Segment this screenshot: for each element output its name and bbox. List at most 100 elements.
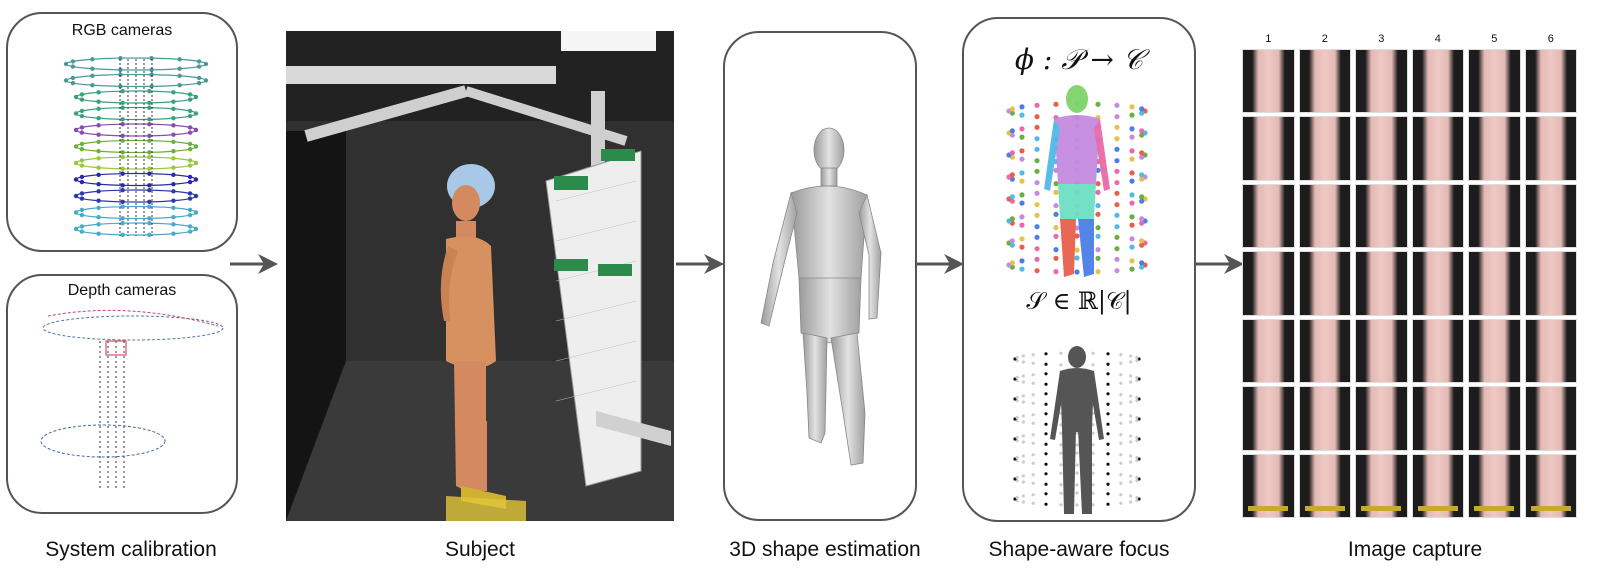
focus-camera-dot: [1019, 104, 1025, 110]
focus-score-dot: [1106, 352, 1110, 356]
focus-score-dot: [1031, 381, 1035, 385]
focus-score-dot: [1044, 442, 1048, 446]
capture-image-cell: [1411, 183, 1464, 249]
focus-camera-dot: [1129, 178, 1135, 184]
rgb-camera-dot: [120, 88, 125, 94]
focus-camera-dot: [1129, 192, 1135, 198]
focus-camera-dot: [1053, 225, 1059, 231]
focus-camera-dot: [1114, 180, 1120, 186]
arrow-right-icon: [230, 254, 278, 274]
rgb-camera-dot: [73, 226, 79, 232]
rgb-camera-dot: [96, 231, 101, 236]
rgb-camera-dot: [118, 55, 123, 61]
focus-score-dot: [1021, 420, 1025, 424]
floor-tape: [1304, 505, 1345, 511]
focus-score-dot: [1044, 362, 1048, 366]
focus-camera-dot: [1009, 106, 1015, 112]
capture-image-cell: [1298, 453, 1351, 518]
depth-cameras-panel: Depth cameras: [6, 274, 238, 514]
focus-score-dot: [1044, 472, 1048, 476]
focus-score-dot: [1091, 463, 1095, 467]
focus-score-dot: [1106, 392, 1110, 396]
rgb-camera-dot: [120, 138, 125, 143]
rgb-camera-dot: [196, 75, 202, 81]
rgb-camera-dot: [149, 55, 154, 61]
focus-score-dot: [1106, 462, 1110, 466]
arrow-right-icon: [676, 254, 724, 274]
rgb-camera-dot: [187, 92, 193, 97]
focus-camera-dot: [1139, 242, 1145, 248]
focus-score-dot: [1119, 433, 1123, 437]
rgb-camera-dot: [120, 150, 125, 155]
focus-camera-dot: [1034, 180, 1040, 186]
focus-score-dot: [1015, 495, 1019, 500]
capture-column-header: 3: [1378, 33, 1385, 45]
rgb-camera-dot: [187, 125, 193, 130]
focus-score-dot: [1044, 402, 1048, 406]
focus-camera-dot: [1034, 268, 1040, 274]
focus-score-dot: [1044, 372, 1048, 376]
focus-score-dot: [1129, 440, 1133, 444]
capture-image-cell: [1355, 386, 1408, 451]
focus-score-dot: [1106, 442, 1110, 446]
capture-image-cell: [1411, 116, 1464, 181]
rgb-camera-dot: [79, 158, 85, 163]
focus-score-dot: [1031, 401, 1035, 405]
focus-score-dot: [1119, 421, 1123, 425]
focus-score-dot: [1021, 354, 1025, 358]
focus-score-dot: [1106, 422, 1110, 426]
focus-camera-dot: [1139, 198, 1145, 204]
rgb-camera-dot: [171, 189, 176, 194]
capture-image-cell: [1298, 116, 1351, 181]
capture-image-cell: [1242, 318, 1295, 384]
focus-score-dot: [1021, 474, 1025, 478]
rgb-camera-dot: [73, 160, 79, 166]
rgb-camera-dot: [120, 166, 125, 172]
focus-camera-dot: [1095, 269, 1101, 275]
capture-image-cell: [1242, 183, 1295, 249]
arrow-right-icon: [916, 254, 964, 274]
rgb-camera-dot: [118, 72, 123, 77]
capture-image-cell: [1524, 386, 1577, 451]
focus-camera-dot: [1009, 260, 1015, 266]
rgb-camera-dot: [147, 88, 152, 94]
rgb-camera-dot: [96, 106, 101, 112]
rgb-camera-dot: [79, 229, 85, 234]
rgb-camera-dot: [73, 210, 79, 215]
focus-camera-dot: [1019, 200, 1025, 206]
focus-score-dot: [1059, 363, 1063, 367]
rgb-camera-dot: [73, 144, 79, 149]
capture-image-cell: [1298, 251, 1351, 316]
rgb-camera-dot: [187, 207, 193, 213]
focus-score-dot: [1129, 420, 1133, 424]
rgb-camera-dot: [171, 172, 176, 178]
rgb-camera-dot: [187, 229, 193, 234]
focus-score-dot: [1021, 360, 1025, 364]
rgb-camera-dot: [79, 179, 85, 185]
focus-score-dot: [1075, 483, 1079, 487]
focus-camera-dot: [1034, 114, 1040, 120]
rgb-camera-dot: [196, 59, 202, 64]
rgb-camera-dot: [96, 214, 101, 220]
rgb-camera-dot: [79, 97, 85, 102]
capture-image-cell: [1468, 453, 1521, 518]
capture-column-header: 4: [1434, 33, 1441, 45]
focus-camera-dot: [1053, 247, 1059, 253]
rgb-camera-dot: [187, 196, 193, 201]
focus-score-dot: [1059, 451, 1063, 455]
focus-score-dot: [1044, 452, 1048, 456]
rgb-camera-dot: [147, 117, 152, 122]
focus-camera-dot: [1095, 233, 1101, 239]
focus-camera-dot: [1053, 101, 1059, 107]
focus-score-dot: [1129, 414, 1133, 418]
focus-score-dot: [1031, 373, 1035, 377]
focus-score-dot: [1135, 495, 1139, 500]
focus-score-dot: [1021, 460, 1025, 464]
rgb-camera-dot: [120, 183, 125, 188]
focus-score-dot: [1059, 463, 1063, 467]
rgb-camera-dot: [187, 141, 193, 147]
rgb-camera-dot: [193, 193, 199, 199]
focus-score-dot: [1015, 355, 1019, 360]
capture-column-header: 5: [1491, 33, 1498, 45]
rgb-camera-dot: [171, 205, 176, 211]
